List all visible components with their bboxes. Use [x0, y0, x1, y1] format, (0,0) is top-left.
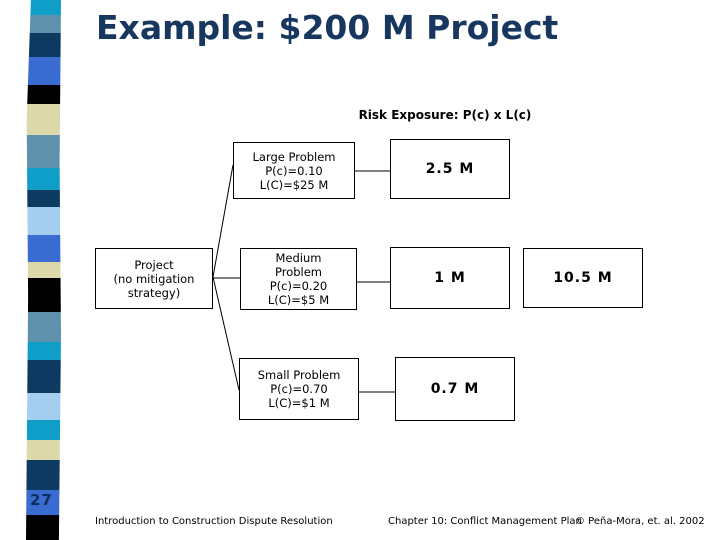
medium-problem-box: Medium Problem P(c)=0.20 L(C)=$5 M: [240, 248, 357, 310]
medium-problem-line: Problem: [274, 265, 323, 279]
strip-block-teal: [26, 168, 61, 190]
footer-chapter-title: Chapter 10: Conflict Management Plan: [388, 516, 582, 527]
connector-project-to-small: [212, 276, 240, 391]
project-box-line: Project: [134, 257, 174, 272]
strip-block-teal: [26, 342, 61, 360]
small-exposure-value: 0.7 M: [430, 381, 480, 397]
strip-block-lightblue: [26, 207, 61, 235]
small-problem-line: Small Problem: [257, 368, 341, 382]
decorative-color-strip: [26, 0, 61, 540]
strip-block-cream: [26, 104, 61, 135]
connector-project-to-large: [212, 164, 234, 278]
total-exposure-box: 10.5 M: [523, 248, 643, 308]
strip-block-navy: [26, 460, 61, 490]
footer-copyright: © Peña-Mora, et. al. 2002: [575, 516, 705, 527]
medium-exposure-box: 1 M: [390, 247, 510, 309]
large-exposure-value: 2.5 M: [425, 161, 475, 177]
project-box-line: strategy): [127, 285, 181, 300]
medium-exposure-value: 1 M: [434, 270, 466, 286]
project-box-line: (no mitigation: [113, 271, 195, 286]
medium-problem-line: L(C)=$5 M: [267, 293, 330, 307]
project-box: Project (no mitigation strategy): [95, 248, 213, 309]
strip-block-steel: [26, 135, 61, 168]
small-exposure-box: 0.7 M: [395, 357, 515, 421]
strip-block-navy: [26, 360, 61, 393]
strip-block-black: [26, 278, 61, 312]
strip-block-royal: [26, 235, 61, 262]
large-exposure-box: 2.5 M: [390, 139, 510, 199]
strip-block-lightblue: [26, 393, 61, 420]
large-problem-line: P(c)=0.10: [265, 163, 323, 178]
risk-exposure-label: Risk Exposure: P(c) x L(c): [358, 108, 532, 122]
strip-block-teal: [26, 420, 61, 440]
large-problem-box: Large Problem P(c)=0.10 L(C)=$25 M: [233, 142, 355, 199]
large-problem-line: Large Problem: [252, 149, 336, 164]
small-problem-line: P(c)=0.70: [270, 382, 328, 396]
medium-problem-line: P(c)=0.20: [269, 279, 328, 293]
strip-block-royal: [26, 57, 61, 85]
strip-block-navy: [26, 33, 61, 57]
slide-title: Example: $200 M Project: [96, 8, 559, 47]
strip-block-steel: [26, 15, 61, 33]
strip-block-cream: [26, 440, 61, 460]
small-problem-line: L(C)=$1 M: [268, 396, 330, 410]
strip-block-black: [26, 515, 61, 540]
strip-block-royal: [26, 490, 61, 515]
medium-problem-line: Medium: [275, 251, 322, 265]
strip-block-cream: [26, 262, 61, 278]
large-problem-line: L(C)=$25 M: [259, 177, 329, 192]
small-problem-box: Small Problem P(c)=0.70 L(C)=$1 M: [239, 358, 359, 420]
strip-block-teal: [26, 0, 61, 15]
strip-block-navy: [26, 190, 61, 207]
footer-course-title: Introduction to Construction Dispute Res…: [95, 516, 333, 527]
strip-block-black: [26, 85, 61, 104]
strip-block-steel: [26, 312, 61, 342]
page-number: 27: [30, 491, 53, 509]
total-exposure-value: 10.5 M: [553, 270, 613, 286]
